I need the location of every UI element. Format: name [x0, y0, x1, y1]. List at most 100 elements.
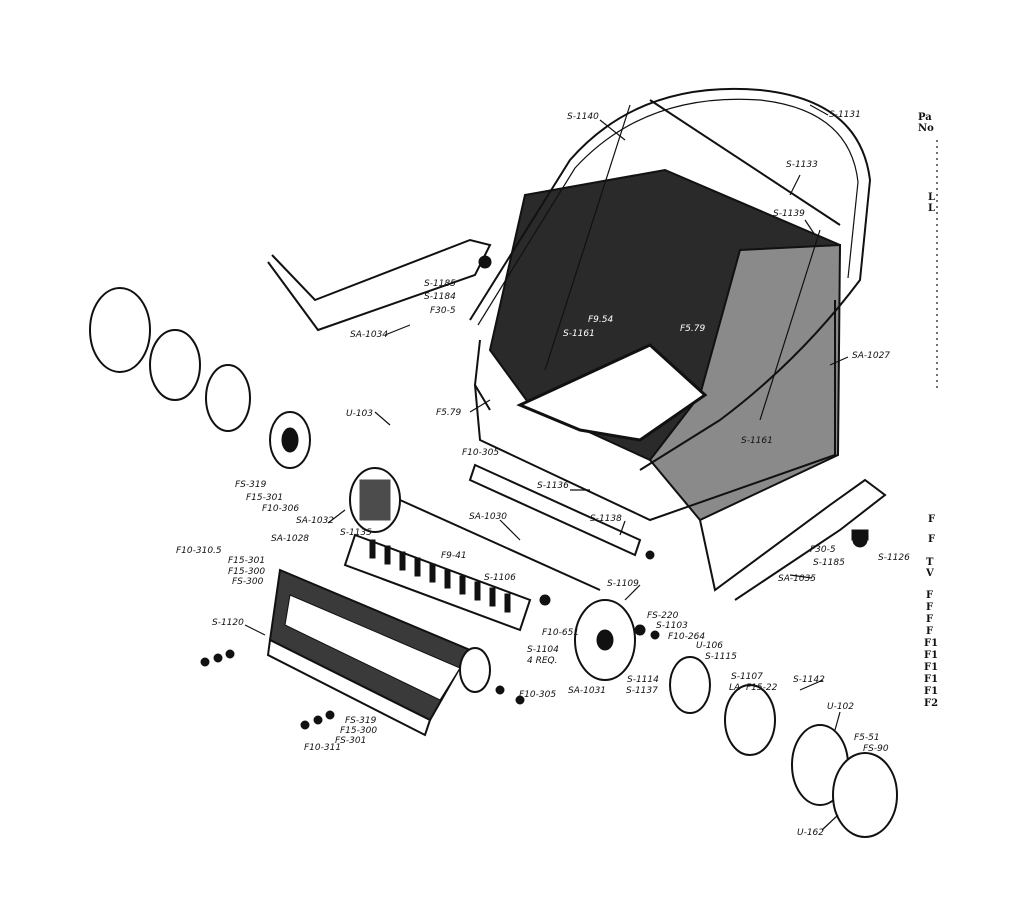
- label-u162: U-162: [797, 828, 824, 838]
- label-s1135: S-1135: [340, 528, 372, 538]
- label-s1107: S-1107: [731, 672, 763, 682]
- label-s1120: S-1120: [212, 618, 244, 628]
- brush-shaft: [399, 499, 601, 591]
- hopper-lower-edge: [474, 300, 836, 522]
- label-s1104: S-1104: [527, 645, 559, 655]
- label-s1109: S-1109: [607, 579, 639, 589]
- brace-rod-left: [544, 104, 631, 371]
- label-f9-41: F9-41: [441, 551, 467, 561]
- label-sa1031: SA-1031: [568, 686, 606, 696]
- left-gear-hub: [281, 427, 299, 453]
- edge-text-8: F: [926, 590, 933, 601]
- edge-text-3: L: [928, 203, 935, 214]
- label-fs90: FS-90: [863, 744, 889, 754]
- bracket-sa1035: [699, 478, 887, 601]
- right-edge-text: Pa No L L F F T V F F F F F1 F1 F1 F1 F1…: [918, 112, 938, 709]
- edge-text-0: Pa: [918, 112, 932, 123]
- label-f10-311: F10-311: [304, 743, 341, 753]
- edge-text-15: F1: [924, 674, 938, 685]
- label-s1142: S-1142: [793, 675, 825, 685]
- label-s1185b: S-1185: [813, 558, 845, 568]
- edge-text-1: No: [918, 123, 934, 134]
- edge-text-7: V: [925, 568, 934, 579]
- label-fs220: FS-220: [647, 611, 679, 621]
- edge-text-2: L: [928, 192, 935, 203]
- label-f954: F9.54: [588, 315, 613, 325]
- label-sa1027: SA-1027: [852, 351, 890, 361]
- label-sa1030: SA-1030: [469, 512, 507, 522]
- label-fs319: FS-319: [235, 480, 267, 490]
- label-4-req: 4 REQ.: [527, 656, 557, 666]
- edge-text-17: F2: [924, 698, 938, 709]
- label-f10-305: F10-305: [462, 448, 499, 458]
- label-s1126: S-1126: [878, 553, 910, 563]
- edge-text-12: F1: [924, 638, 938, 649]
- left-wheel-group: [89, 287, 401, 533]
- right-tread-ring: [724, 684, 776, 756]
- bracket-arm-sa1034: [267, 238, 492, 332]
- label-f15-300: F15-300: [228, 567, 265, 577]
- cross-bar-s1136: [468, 463, 642, 557]
- hopper-left-edge: [473, 339, 491, 411]
- label-f5-79b: F5.79: [436, 408, 461, 418]
- label-s1136: S-1136: [537, 481, 569, 491]
- left-hubcap: [149, 329, 201, 401]
- label-s1115: S-1115: [705, 652, 737, 662]
- label-f30-5: F30-5: [430, 306, 456, 316]
- hopper-assembly: [473, 168, 842, 522]
- label-f10-264: F10-264: [668, 632, 705, 642]
- edge-text-9: F: [926, 602, 933, 613]
- edge-text-6: T: [926, 557, 934, 568]
- label-f15-301: F15-301: [246, 493, 283, 503]
- left-tread-ring: [205, 364, 251, 432]
- label-sa1032: SA-1032: [296, 516, 334, 526]
- leader-lines: [244, 104, 849, 831]
- label-f30-5b: F30-5: [810, 545, 836, 555]
- label-f5-51: F5-51: [854, 733, 880, 743]
- left-tire: [89, 287, 151, 373]
- label-s1106: S-1106: [484, 573, 516, 583]
- label-f10-651: F10-651: [542, 628, 579, 638]
- edge-text-4: F: [928, 514, 935, 525]
- edge-text-14: F1: [924, 662, 938, 673]
- label-f15-22: F15-22: [746, 683, 778, 693]
- brush-bristles: [369, 539, 511, 613]
- brush-head: [343, 533, 532, 632]
- label-s1131: S-1131: [829, 110, 861, 120]
- label-s1133: S-1133: [786, 160, 818, 170]
- label-u103: U-103: [346, 409, 373, 419]
- hopper-floor-frame: [516, 343, 708, 442]
- label-f15-301b: F15-301: [228, 556, 265, 566]
- label-sa1028: SA-1028: [271, 534, 309, 544]
- right-wheel-group: [574, 599, 898, 838]
- edge-text-13: F1: [924, 650, 938, 661]
- label-s1161b: S-1161: [741, 436, 773, 446]
- right-tire: [832, 752, 898, 838]
- handle-tube: [469, 87, 872, 471]
- edge-text-10: F: [926, 614, 933, 625]
- handle-tube-inner: [477, 98, 859, 326]
- cross-rod: [649, 99, 841, 226]
- brace-rod-right: [759, 229, 821, 421]
- label-s1137: S-1137: [626, 686, 658, 696]
- label-f10-305b: F10-305: [519, 690, 556, 700]
- label-s1184: S-1184: [424, 292, 456, 302]
- label-s1185: S-1185: [424, 279, 456, 289]
- handle-frame: [469, 87, 872, 471]
- label-la: LA: [729, 683, 740, 693]
- part-labels: S-1140 S-1131 S-1133 S-1139 S-1185 S-118…: [176, 110, 910, 838]
- label-sa1035: SA-1035: [778, 574, 816, 584]
- label-s1114: S-1114: [627, 675, 659, 685]
- label-s1138: S-1138: [590, 514, 622, 524]
- label-fs301: FS-301: [335, 736, 366, 746]
- edge-text-16: F1: [924, 686, 938, 697]
- front-cover-sa1028: [266, 568, 491, 737]
- label-s1140: S-1140: [567, 112, 599, 122]
- right-gear-plate: [669, 656, 711, 714]
- label-s1103: S-1103: [656, 621, 688, 631]
- edge-text-11: F: [926, 626, 933, 637]
- label-u102: U-102: [827, 702, 854, 712]
- label-f15-300b: F15-300: [340, 726, 377, 736]
